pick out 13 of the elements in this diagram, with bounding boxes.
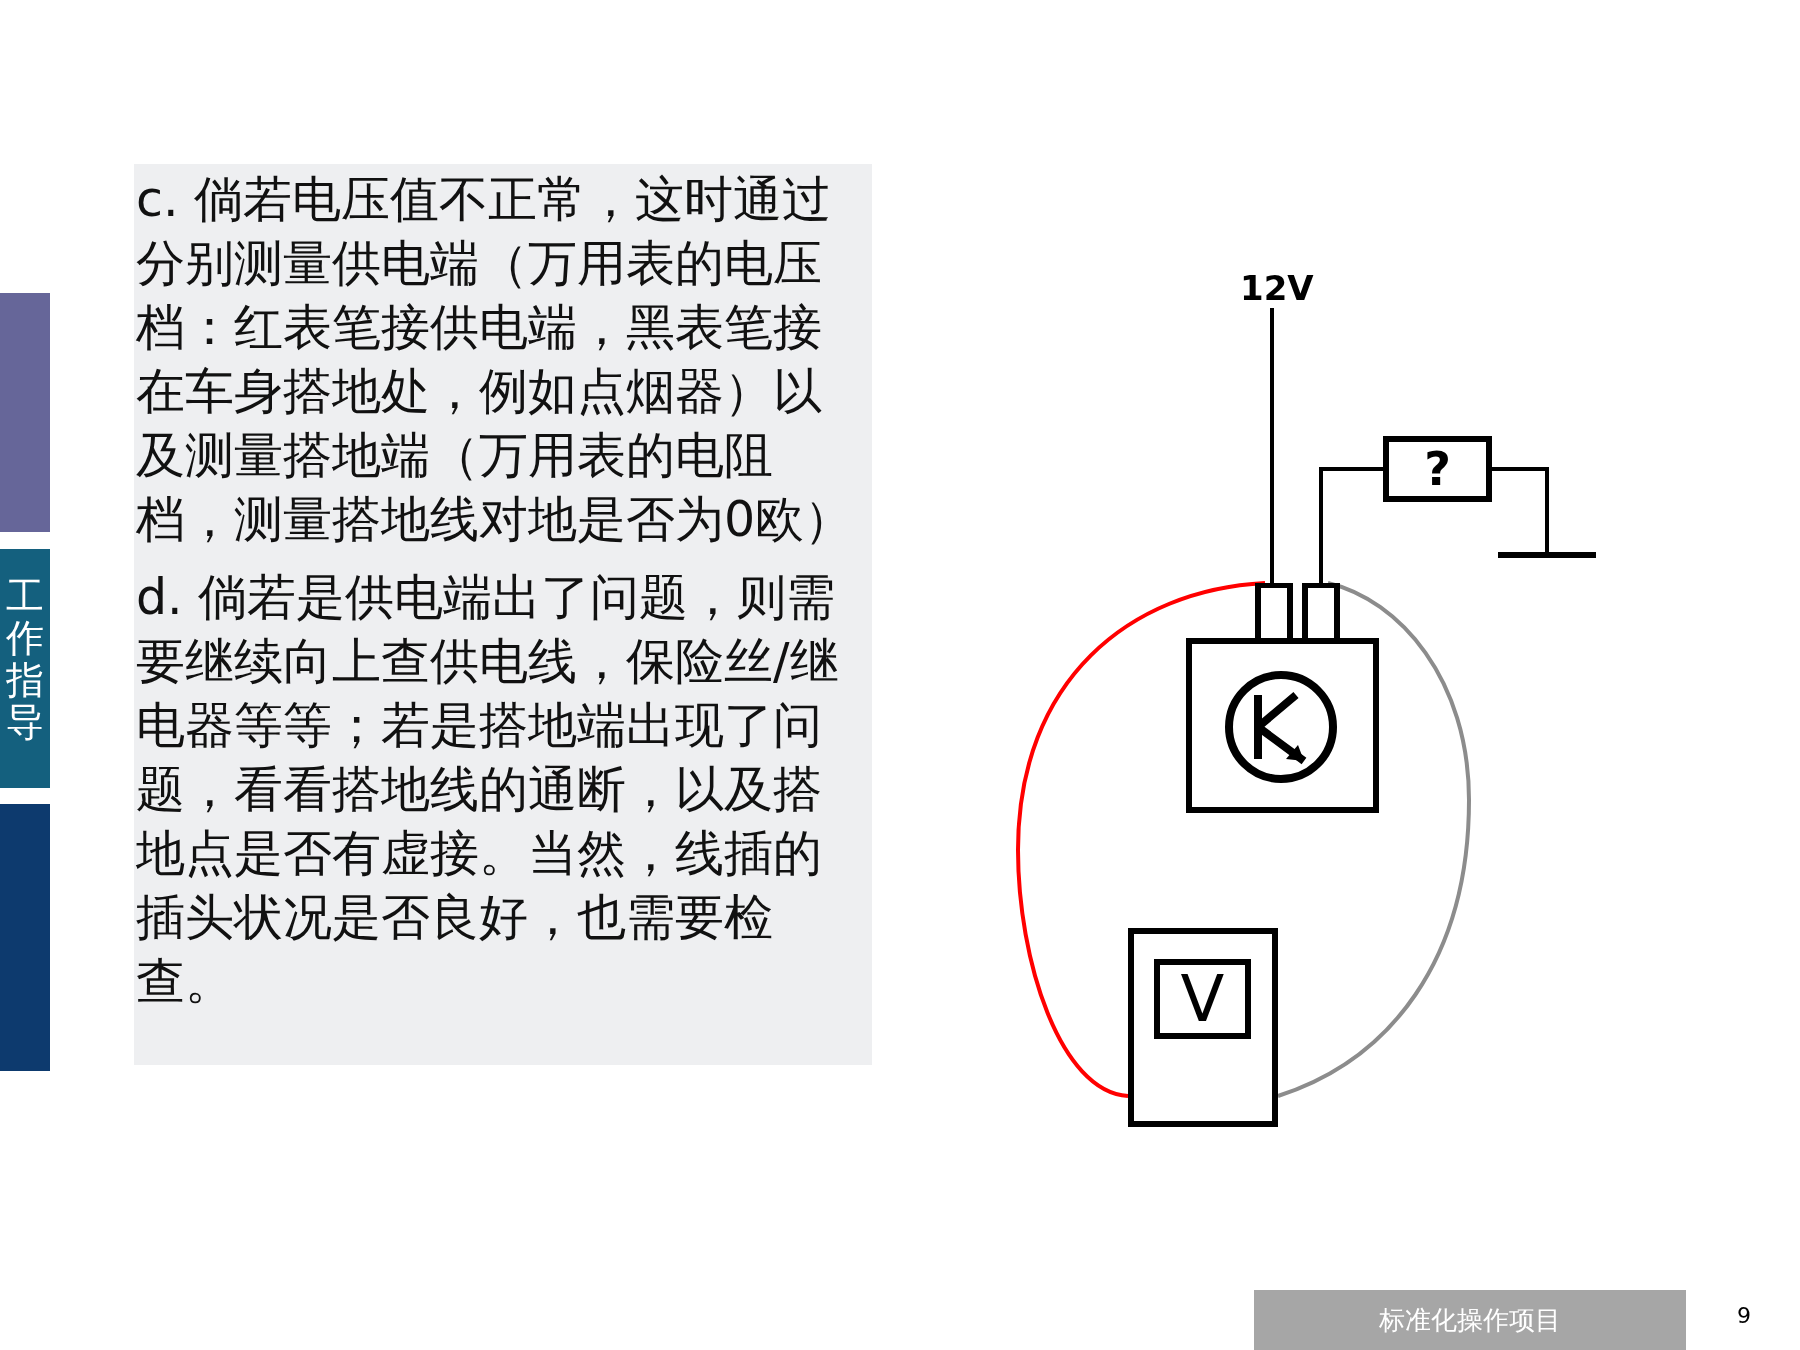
wire bbox=[1270, 308, 1274, 583]
page-number: 9 bbox=[1737, 1303, 1751, 1328]
component-box: ? bbox=[1383, 436, 1492, 502]
paragraph: d. 倘若是供电端出了问题，则需要继续向上查供电线，保险丝/继电器等等；若是搭地端出现了问题，看看搭地线的通断，以及搭地点是否有虚接。当然，线插的插头状况是否良好，也需要检查。 bbox=[136, 568, 840, 1012]
wire bbox=[1277, 581, 1471, 1098]
footer-bar: 标准化操作项目 bbox=[1254, 1290, 1686, 1350]
wire bbox=[1319, 467, 1383, 583]
voltmeter bbox=[1128, 928, 1278, 1127]
tab-label: 工作指导 bbox=[5, 575, 45, 743]
voltage-symbol: V bbox=[1154, 959, 1251, 1039]
wire bbox=[1492, 467, 1549, 552]
sensor-box bbox=[1186, 583, 1379, 813]
wire bbox=[1016, 581, 1266, 1098]
